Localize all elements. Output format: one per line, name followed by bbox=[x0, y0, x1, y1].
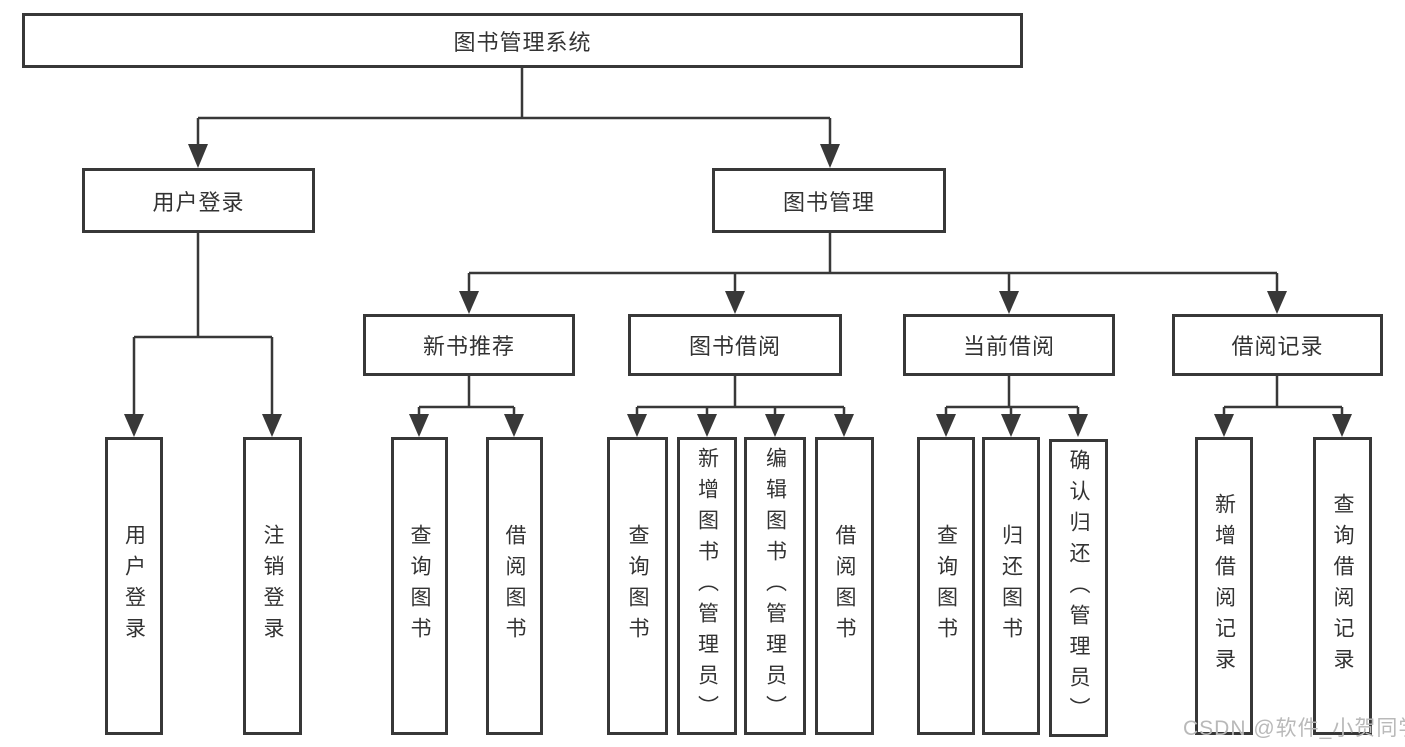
arrow-icon bbox=[725, 291, 745, 314]
arrow-icon bbox=[834, 414, 854, 437]
node-label: 编辑图书（管理员） bbox=[763, 446, 787, 726]
arrow-icon bbox=[188, 144, 208, 168]
connector-current-borrow-to-leaves bbox=[944, 376, 1080, 418]
leaf-query-book-borrow: 查询图书 bbox=[607, 437, 668, 735]
leaf-query-book-current: 查询图书 bbox=[917, 437, 975, 735]
arrow-icon bbox=[936, 414, 956, 437]
node-label: 注销登录 bbox=[261, 524, 284, 648]
node-label: 新书推荐 bbox=[422, 334, 515, 359]
node-borrow-records: 借阅记录 bbox=[1172, 314, 1383, 376]
node-user-login: 用户登录 bbox=[82, 168, 315, 233]
node-label: 用户登录 bbox=[152, 189, 245, 215]
node-label: 查询借阅记录 bbox=[1331, 493, 1354, 679]
connector-borrow-records-to-leaves bbox=[1222, 376, 1344, 418]
node-root: 图书管理系统 bbox=[22, 13, 1023, 68]
leaf-logout: 注销登录 bbox=[243, 437, 302, 735]
node-label: 查询图书 bbox=[408, 524, 431, 648]
arrow-icon bbox=[124, 414, 144, 437]
leaf-return-book: 归还图书 bbox=[982, 437, 1040, 735]
node-label: 查询图书 bbox=[626, 524, 649, 648]
leaf-add-borrow-record: 新增借阅记录 bbox=[1195, 437, 1253, 735]
node-label: 当前借阅 bbox=[962, 334, 1055, 359]
node-label: 图书管理 bbox=[782, 189, 875, 215]
arrow-icon bbox=[1214, 414, 1234, 437]
arrowheads bbox=[124, 144, 1352, 437]
node-book-management: 图书管理 bbox=[712, 168, 946, 233]
arrow-icon bbox=[504, 414, 524, 437]
node-label: 借阅图书 bbox=[503, 524, 526, 648]
connector-new-book-recommend-to-leaves bbox=[417, 376, 516, 418]
arrow-icon bbox=[262, 414, 282, 437]
node-label: 新增图书（管理员） bbox=[695, 446, 719, 726]
arrow-icon bbox=[409, 414, 429, 437]
node-label: 归还图书 bbox=[999, 524, 1023, 648]
connector-user-login-to-leaves bbox=[132, 233, 274, 418]
arrow-icon bbox=[697, 414, 717, 437]
watermark: CSDN @软件_小贺同学 bbox=[1183, 717, 1405, 740]
node-label: 图书借阅 bbox=[688, 334, 781, 359]
leaf-edit-book-admin: 编辑图书（管理员） bbox=[744, 437, 806, 735]
leaf-query-book-recommend: 查询图书 bbox=[391, 437, 448, 735]
leaf-confirm-return-admin: 确认归还（管理员） bbox=[1049, 439, 1108, 737]
arrow-icon bbox=[627, 414, 647, 437]
node-label: 借阅记录 bbox=[1231, 334, 1324, 359]
node-label: 查询图书 bbox=[934, 524, 958, 648]
leaf-query-borrow-record: 查询借阅记录 bbox=[1313, 437, 1372, 735]
leaf-user-login: 用户登录 bbox=[105, 437, 163, 735]
arrow-icon bbox=[1332, 414, 1352, 437]
node-label: 用户登录 bbox=[122, 524, 146, 648]
arrow-icon bbox=[765, 414, 785, 437]
leaf-borrow-book: 借阅图书 bbox=[815, 437, 874, 735]
connector-book-borrow-to-leaves bbox=[635, 376, 846, 418]
node-label: 确认归还（管理员） bbox=[1067, 448, 1090, 728]
arrow-icon bbox=[1068, 414, 1088, 437]
node-label: 借阅图书 bbox=[833, 524, 856, 648]
node-current-borrow: 当前借阅 bbox=[903, 314, 1115, 376]
node-new-book-recommend: 新书推荐 bbox=[363, 314, 575, 376]
connector-book-management-to-level3 bbox=[467, 233, 1279, 293]
node-label: 新增借阅记录 bbox=[1212, 493, 1236, 679]
arrow-icon bbox=[1267, 291, 1287, 314]
node-book-borrow: 图书借阅 bbox=[628, 314, 842, 376]
leaf-borrow-book-recommend: 借阅图书 bbox=[486, 437, 543, 735]
arrow-icon bbox=[459, 291, 479, 314]
arrow-icon bbox=[999, 291, 1019, 314]
connector-root-to-level2 bbox=[196, 68, 832, 146]
node-label: 图书管理系统 bbox=[453, 29, 592, 55]
arrow-icon bbox=[820, 144, 840, 168]
arrow-icon bbox=[1001, 414, 1021, 437]
leaf-add-book-admin: 新增图书（管理员） bbox=[677, 437, 737, 735]
